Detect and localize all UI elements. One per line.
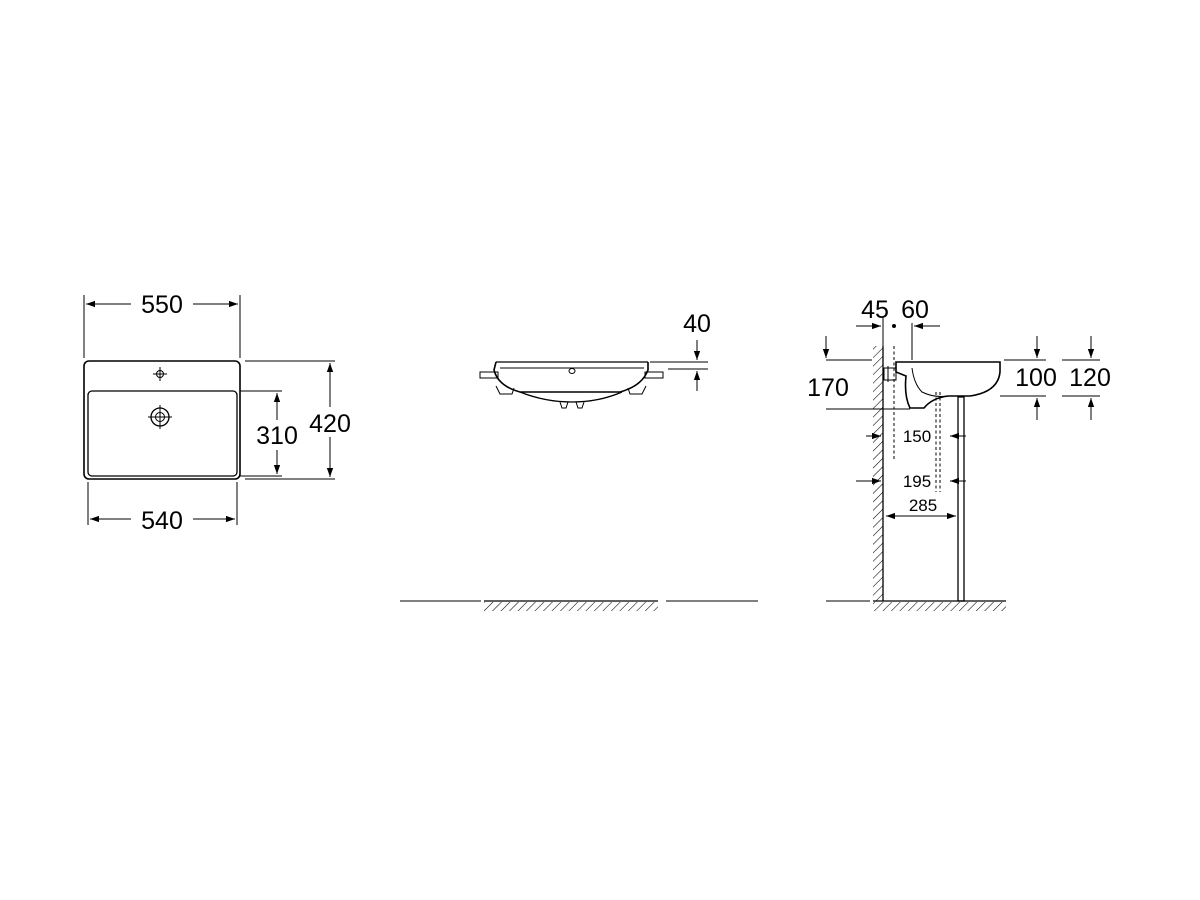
bowl-outline [87, 390, 238, 477]
dim-projection: 285 [909, 496, 937, 515]
dim-fixing-height: 170 [807, 374, 849, 402]
dim-rim-height: 40 [683, 310, 711, 338]
dim-depth-outer: 420 [309, 410, 351, 438]
side-view: 45 60 170 100 120 150 195 285 [807, 296, 1111, 611]
dim-waste-150: 150 [903, 427, 931, 446]
front-view: 40 [400, 310, 758, 611]
basin-outline [83, 360, 241, 480]
dim-tap-offset: 60 [901, 296, 929, 324]
dim-wall-offset: 45 [861, 296, 889, 324]
top-view: 550 540 420 310 [83, 291, 351, 535]
tap-hole-icon [153, 367, 167, 381]
dim-overall-height: 120 [1069, 364, 1111, 392]
dim-width-outer: 550 [141, 291, 183, 319]
drain-icon [148, 405, 172, 429]
dim-depth-inner: 310 [256, 422, 298, 450]
dim-width-inner: 540 [141, 507, 183, 535]
dim-bowl-depth: 100 [1015, 364, 1057, 392]
dim-waste-195: 195 [903, 472, 931, 491]
